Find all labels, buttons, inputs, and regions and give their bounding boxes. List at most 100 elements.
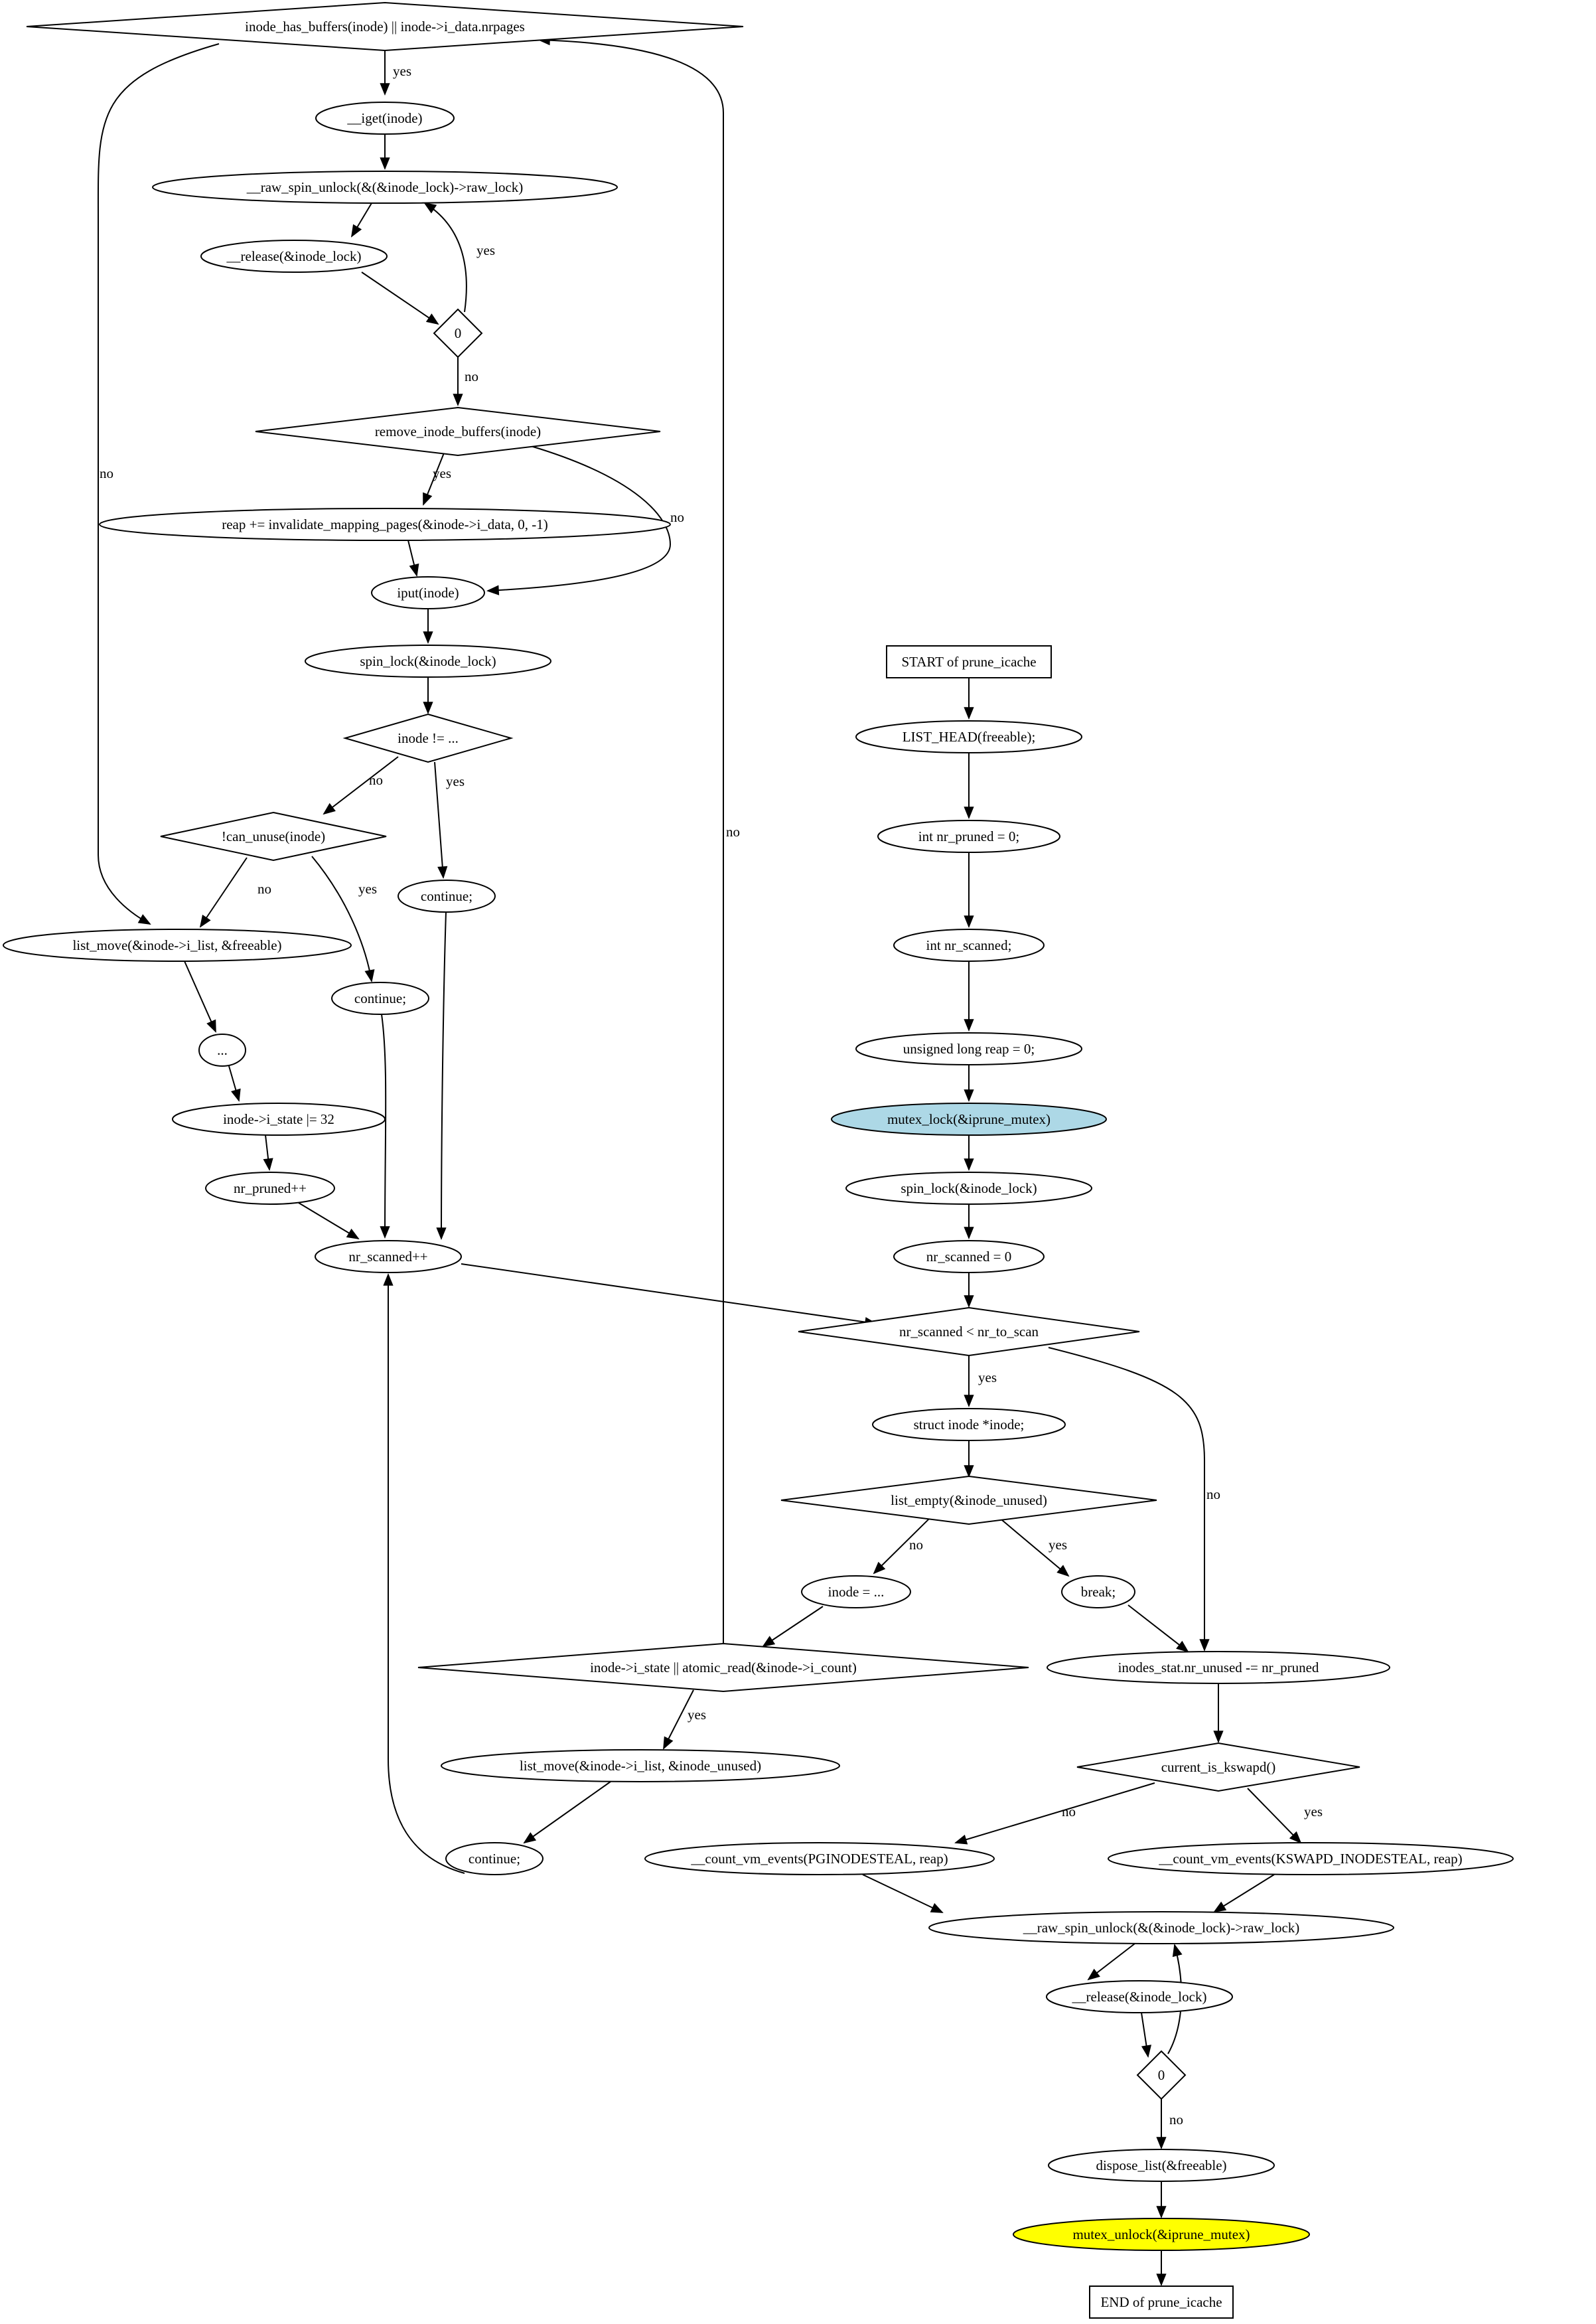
node-r17: current_is_kswapd() <box>1076 1742 1360 1792</box>
edge-n1-to-n2: yes <box>380 46 411 96</box>
edge-n6-to-n7: yes <box>423 451 451 506</box>
node-label: inode = ... <box>828 1584 885 1600</box>
edge-label-yes: yes <box>476 242 495 258</box>
edge-label-no: no <box>100 465 113 481</box>
arrowhead <box>1213 1731 1224 1743</box>
edge-line <box>1001 1519 1069 1577</box>
edge-line <box>361 271 439 325</box>
edge-label-no: no <box>1062 1804 1076 1820</box>
node-label: struct inode *inode; <box>914 1417 1025 1433</box>
node-label: inodes_stat.nr_unused -= nr_pruned <box>1118 1660 1319 1675</box>
arrowhead <box>380 157 390 170</box>
edge-label-no: no <box>909 1537 923 1553</box>
edge-n5-to-n3: yes <box>423 202 495 313</box>
node-n3: __raw_spin_unlock(&(&inode_lock)->raw_lo… <box>152 171 618 204</box>
ellipse-node-shape <box>205 1172 335 1205</box>
node-n15: ... <box>198 1034 246 1067</box>
edge-r7-to-r8 <box>964 1204 974 1239</box>
edge-n7-to-n8 <box>407 540 419 577</box>
diamond-node-shape <box>433 308 483 358</box>
arrowhead <box>137 914 151 925</box>
arrowhead <box>762 1636 776 1648</box>
arrowhead <box>263 1158 273 1171</box>
diamond-node-shape <box>780 1475 1157 1525</box>
node-label: continue; <box>469 1851 520 1867</box>
node-r14: inode->i_state || atomic_read(&inode->i_… <box>417 1642 1029 1693</box>
arrowhead <box>964 707 974 720</box>
edge-r6-to-r7 <box>964 1135 974 1171</box>
node-label: mutex_lock(&iprune_mutex) <box>887 1111 1051 1127</box>
ellipse-node-shape <box>855 720 1082 753</box>
edge-n12-to-n18 <box>436 911 447 1240</box>
edge-r14-to-r16: yes <box>663 1689 706 1750</box>
arrowhead <box>964 807 974 819</box>
edge-line <box>298 1202 359 1239</box>
node-label: nr_scanned = 0 <box>926 1249 1011 1265</box>
node-r10: struct inode *inode; <box>872 1408 1066 1441</box>
edge-label-yes: yes <box>1304 1804 1323 1820</box>
edge-line <box>381 1014 387 1238</box>
edge-line <box>862 1874 943 1913</box>
ellipse-node-shape <box>893 929 1045 962</box>
node-r21: __raw_spin_unlock(&(&inode_lock)->raw_lo… <box>928 1911 1394 1944</box>
ellipse-node-shape <box>441 1749 840 1782</box>
arrowhead <box>964 915 974 928</box>
ellipse-node-shape <box>845 1172 1092 1205</box>
edge-r10-to-r11 <box>964 1440 974 1478</box>
node-label: nr_pruned++ <box>234 1180 307 1196</box>
box-node-shape <box>1089 2285 1234 2319</box>
arrowhead <box>199 914 211 928</box>
node-label: list_move(&inode->i_list, &inode_unused) <box>520 1758 761 1774</box>
arrowhead <box>964 1089 974 1102</box>
node-n8: iput(inode) <box>371 576 485 609</box>
node-r24: dispose_list(&freeable) <box>1048 2149 1275 2182</box>
node-label: ... <box>217 1042 228 1058</box>
edge-label-no: no <box>670 509 684 525</box>
node-r26: END of prune_icache <box>1089 2285 1234 2319</box>
arrowhead <box>1172 1944 1183 1958</box>
edge-label-no: no <box>1169 2112 1183 2128</box>
node-r11: list_empty(&inode_unused) <box>780 1475 1157 1525</box>
edge-label-no: no <box>1206 1486 1220 1502</box>
node-n6: remove_inode_buffers(inode) <box>255 406 661 457</box>
node-r5: unsigned long reap = 0; <box>855 1032 1082 1065</box>
node-label: 0 <box>455 325 462 341</box>
arrowhead <box>523 1832 537 1844</box>
node-label: current_is_kswapd() <box>1161 1759 1276 1775</box>
node-label: __count_vm_events(KSWAPD_INODESTEAL, rea… <box>1158 1851 1462 1867</box>
edge-line <box>955 1782 1155 1843</box>
node-r6: mutex_lock(&iprune_mutex) <box>831 1103 1107 1136</box>
edge-line <box>461 1263 877 1324</box>
node-n13: list_move(&inode->i_list, &freeable) <box>3 929 352 962</box>
node-r20: __count_vm_events(KSWAPD_INODESTEAL, rea… <box>1108 1842 1514 1875</box>
node-r3: int nr_pruned = 0; <box>877 820 1060 853</box>
node-r22: __release(&inode_lock) <box>1046 1980 1233 2013</box>
node-n10: inode != ... <box>342 713 514 763</box>
arrowhead <box>930 1902 944 1913</box>
edge-line <box>1247 1788 1301 1843</box>
node-label: remove_inode_buffers(inode) <box>375 424 541 439</box>
node-r1: START of prune_icache <box>886 645 1052 678</box>
diamond-node-shape <box>798 1306 1140 1357</box>
ellipse-node-shape <box>1013 2218 1310 2251</box>
ellipse-node-shape <box>152 171 618 204</box>
edge-line <box>487 445 672 591</box>
edge-r22-to-r23 <box>1141 2012 1152 2058</box>
edge-r17-to-r20: yes <box>1247 1788 1323 1844</box>
arrowhead <box>1289 1831 1302 1844</box>
node-label: inode != ... <box>398 730 459 746</box>
ellipse-node-shape <box>172 1103 386 1136</box>
node-label: START of prune_icache <box>901 654 1036 670</box>
arrowhead <box>964 1465 974 1478</box>
ellipse-node-shape <box>1061 1575 1135 1608</box>
node-label: inode->i_state || atomic_read(&inode->i_… <box>590 1660 857 1675</box>
node-label: dispose_list(&freeable) <box>1096 2157 1226 2173</box>
arrowhead <box>423 631 433 644</box>
edge-label-yes: yes <box>1049 1537 1067 1553</box>
node-label: list_empty(&inode_unused) <box>891 1492 1047 1508</box>
arrowhead <box>964 1019 974 1032</box>
edge-n3-to-n4 <box>350 202 372 238</box>
diamond-node-shape <box>342 713 514 763</box>
node-label: mutex_unlock(&iprune_mutex) <box>1072 2226 1250 2242</box>
